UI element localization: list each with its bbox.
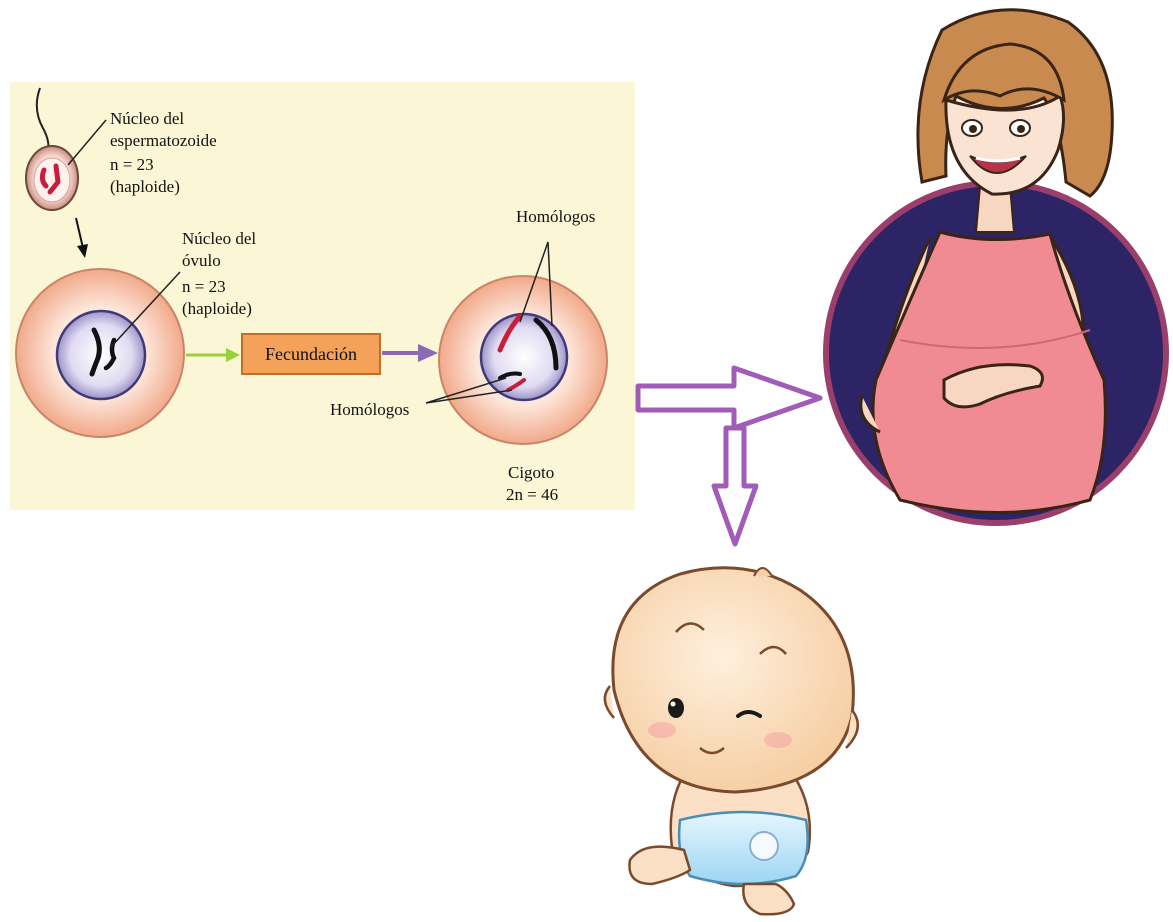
pregnant-woman-illustration bbox=[826, 10, 1166, 523]
svg-text:(haploide): (haploide) bbox=[110, 177, 180, 196]
svg-text:(haploide): (haploide) bbox=[182, 299, 252, 318]
arrow-to-baby bbox=[714, 428, 756, 544]
svg-text:óvulo: óvulo bbox=[182, 251, 221, 270]
svg-text:2n = 46: 2n = 46 bbox=[506, 485, 558, 504]
arrow-to-pregnant-woman bbox=[638, 368, 820, 428]
svg-text:Núcleo del: Núcleo del bbox=[110, 109, 184, 128]
baby-illustration bbox=[605, 568, 858, 915]
svg-text:Núcleo del: Núcleo del bbox=[182, 229, 256, 248]
homologs-bottom-label: Homólogos bbox=[330, 400, 409, 419]
homologs-top-label: Homólogos bbox=[516, 207, 595, 226]
fertilization-box: Fecundación bbox=[242, 334, 380, 374]
svg-text:n = 23: n = 23 bbox=[182, 277, 226, 296]
zygote-cell bbox=[439, 276, 607, 444]
svg-text:espermatozoide: espermatozoide bbox=[110, 131, 217, 150]
svg-text:Cigoto: Cigoto bbox=[508, 463, 554, 482]
fertilization-label: Fecundación bbox=[265, 344, 357, 364]
svg-text:n = 23: n = 23 bbox=[110, 155, 154, 174]
